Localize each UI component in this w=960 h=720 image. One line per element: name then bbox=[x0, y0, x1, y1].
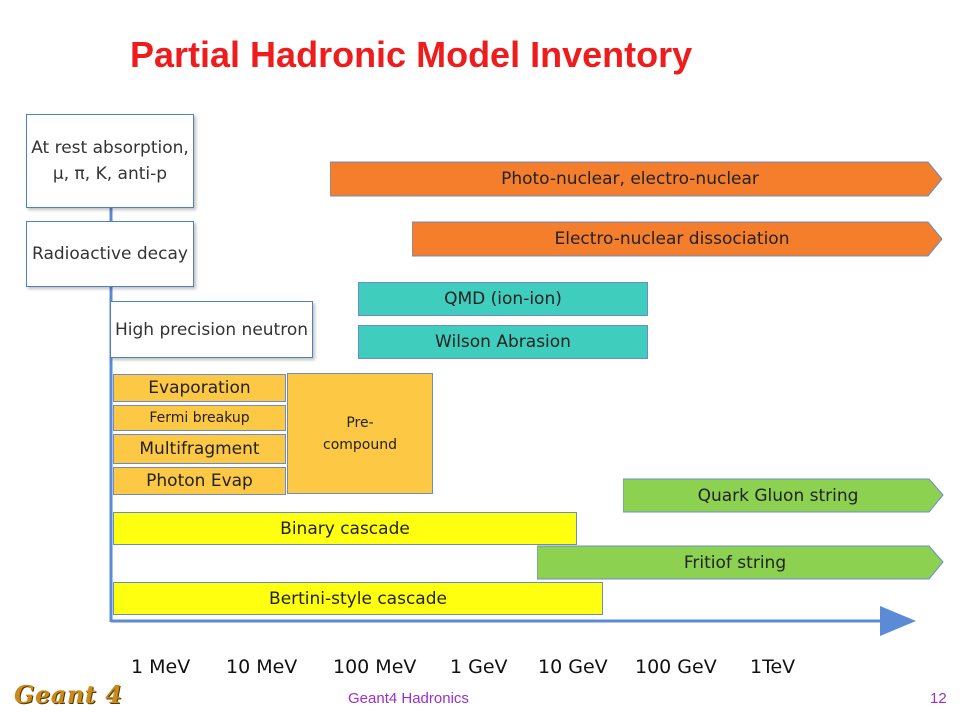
fermi-breakup-label: Fermi breakup bbox=[149, 410, 250, 426]
fermi-breakup-box: Fermi breakup bbox=[113, 405, 286, 431]
high-precision-neutron-label: High precision neutron bbox=[114, 319, 309, 340]
quark-gluon-string-arrow bbox=[623, 478, 944, 513]
multifragment-label: Multifragment bbox=[139, 439, 260, 459]
pre-compound-box: Pre- compound bbox=[287, 373, 433, 494]
at-rest-absorption-box: At rest absorption, μ, π, K, anti-p bbox=[26, 114, 194, 208]
fritiof-string-label: Fritiof string bbox=[683, 552, 787, 573]
tick-1gev: 1 GeV bbox=[450, 656, 508, 678]
binary-cascade-label: Binary cascade bbox=[280, 518, 410, 539]
tick-1mev: 1 MeV bbox=[131, 656, 191, 678]
photon-evap-label: Photon Evap bbox=[146, 471, 253, 491]
wilson-abrasion-bar: Wilson Abrasion bbox=[358, 325, 648, 359]
evaporation-box: Evaporation bbox=[113, 374, 286, 402]
photo-nuclear-label: Photo-nuclear, electro-nuclear bbox=[501, 169, 759, 189]
bertini-cascade-label: Bertini-style cascade bbox=[269, 588, 447, 609]
tick-100mev: 100 MeV bbox=[333, 656, 417, 678]
electro-nuclear-dissociation-label: Electro-nuclear dissociation bbox=[554, 229, 790, 249]
high-precision-neutron-box: High precision neutron bbox=[110, 301, 313, 358]
footer-title: Geant4 Hadronics bbox=[348, 690, 469, 707]
geant4-logo: Geant 4 bbox=[14, 680, 123, 709]
photo-nuclear-arrow bbox=[330, 161, 943, 197]
qmd-ion-ion-bar: QMD (ion-ion) bbox=[358, 282, 648, 316]
photon-evap-box: Photon Evap bbox=[113, 467, 286, 495]
binary-cascade-bar: Binary cascade bbox=[113, 512, 577, 545]
quark-gluon-string-label: Quark Gluon string bbox=[697, 485, 859, 506]
bertini-cascade-bar: Bertini-style cascade bbox=[113, 582, 603, 615]
tick-10mev: 10 MeV bbox=[226, 656, 298, 678]
page-title: Partial Hadronic Model Inventory bbox=[130, 34, 693, 75]
fritiof-string-arrow bbox=[537, 545, 944, 580]
page-number: 12 bbox=[930, 690, 947, 707]
qmd-ion-ion-label: QMD (ion-ion) bbox=[444, 289, 562, 309]
evaporation-label: Evaporation bbox=[148, 378, 251, 398]
electro-nuclear-dissociation-arrow bbox=[412, 221, 943, 257]
tick-100gev: 100 GeV bbox=[635, 656, 717, 678]
tick-1tev: 1TeV bbox=[750, 656, 796, 678]
radioactive-decay-box: Radioactive decay bbox=[26, 221, 194, 287]
wilson-abrasion-label: Wilson Abrasion bbox=[435, 332, 571, 352]
at-rest-absorption-label: At rest absorption, μ, π, K, anti-p bbox=[31, 138, 189, 184]
pre-compound-label: Pre- compound bbox=[323, 414, 397, 453]
tick-10gev: 10 GeV bbox=[538, 656, 608, 678]
radioactive-decay-label: Radioactive decay bbox=[32, 244, 188, 264]
multifragment-box: Multifragment bbox=[113, 434, 286, 464]
